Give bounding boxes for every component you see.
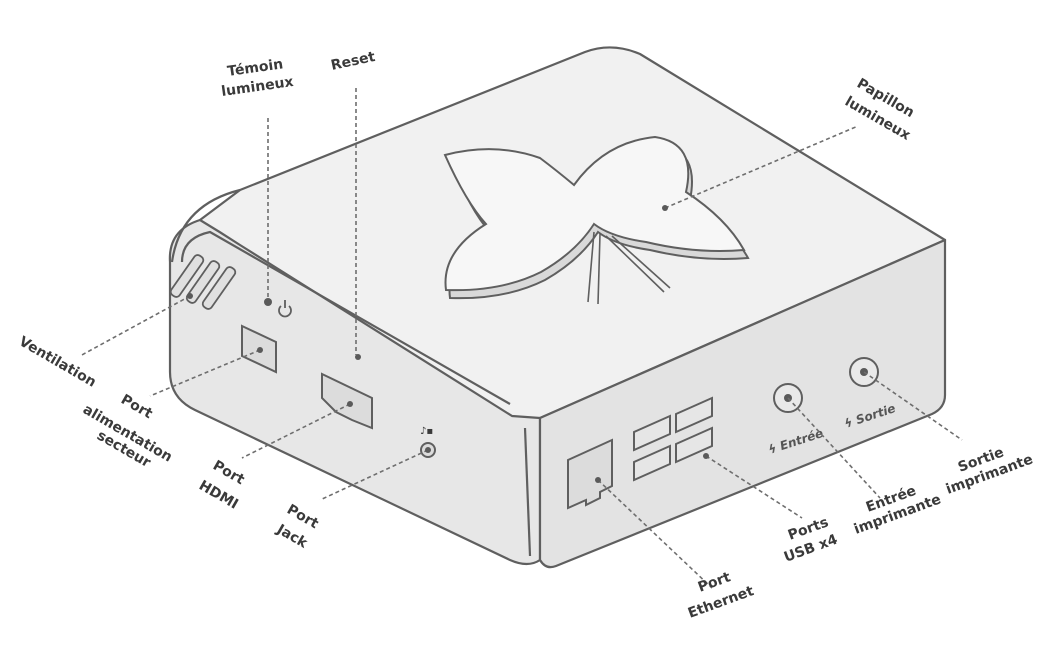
label-ventilation: Ventilation <box>16 334 99 391</box>
label-alim-1: Port <box>118 392 155 423</box>
reset-hole <box>355 354 361 360</box>
device-box <box>168 46 947 569</box>
headphone-icon: ♪▪ <box>420 426 433 437</box>
label-temoin-1: Témoin <box>226 56 284 80</box>
ethernet-port <box>567 438 613 510</box>
label-reset: Reset <box>330 49 377 74</box>
leader-lines <box>79 88 963 589</box>
ventilation-grille <box>169 254 237 310</box>
usb-ports <box>633 396 713 482</box>
label-ethernet-2: Ethernet <box>686 583 756 622</box>
device-rounded-corner <box>170 188 241 263</box>
hdmi-port <box>321 372 373 430</box>
status-led <box>264 298 272 306</box>
butterfly-logo <box>443 135 750 305</box>
power-icon <box>278 300 292 318</box>
device-right-face <box>538 238 947 569</box>
